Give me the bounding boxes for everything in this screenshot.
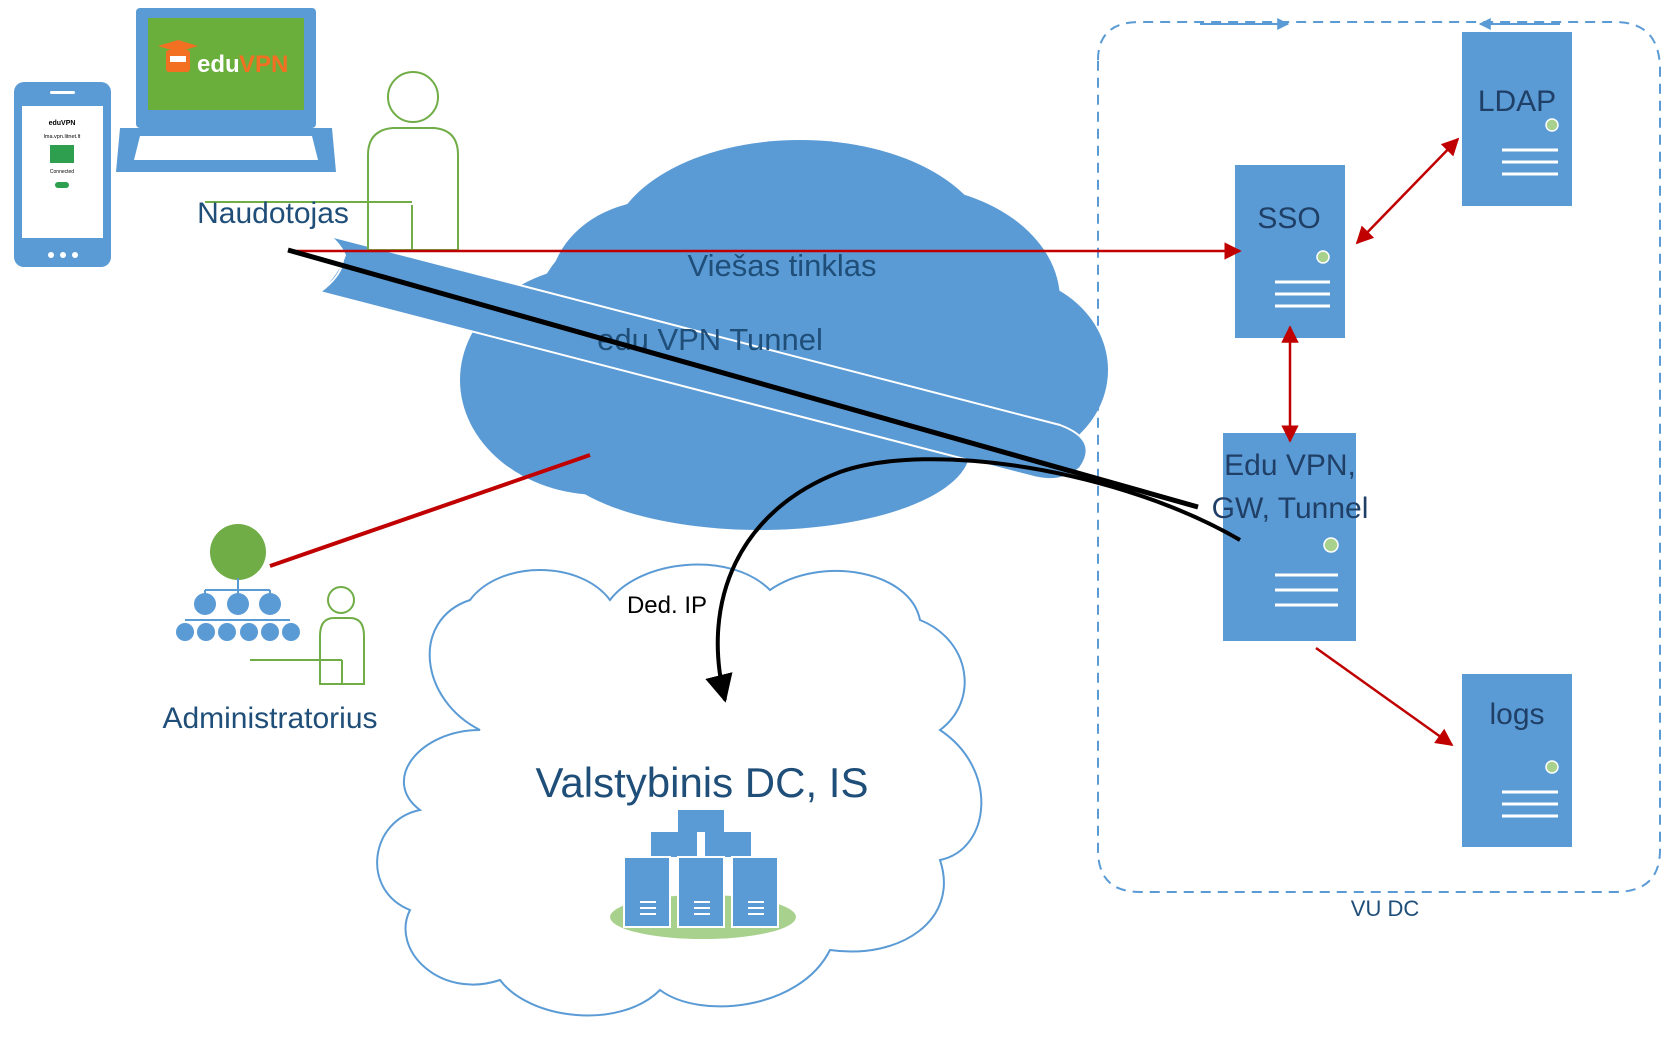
ldap-server: LDAP	[1462, 32, 1572, 206]
laptop-icon: edu VPN	[116, 8, 336, 172]
tunnel-black-line	[287, 247, 1199, 510]
state-dc-label: Valstybinis DC, IS	[536, 759, 869, 806]
datacenter-servers-icon	[610, 810, 796, 939]
public-network-label: Viešas tinklas	[688, 248, 877, 283]
phone-app-brand: eduVPN	[49, 120, 76, 127]
sso-to-ldap-link	[1355, 137, 1460, 245]
logs-label: logs	[1489, 698, 1544, 731]
phone-app-host: lma.vpn.litnet.lt	[44, 134, 81, 140]
vu-dc-boundary: VU DC	[1097, 18, 1661, 921]
vpn-tunnel: edu VPN Tunnel	[318, 235, 1088, 481]
admin-label: Administratorius	[162, 702, 377, 735]
phone-shield-icon	[50, 145, 74, 163]
phone-app-status: Connected	[50, 169, 74, 175]
tunnel-label: edu VPN Tunnel	[597, 322, 823, 357]
phone-icon: eduVPN lma.vpn.litnet.lt Connected	[14, 82, 111, 267]
eduvpn-to-logs-link	[1315, 646, 1454, 747]
vu-dc-label: VU DC	[1351, 896, 1420, 921]
dedicated-ip-curve	[705, 457, 1242, 703]
ldap-label: LDAP	[1478, 85, 1556, 118]
black-links	[287, 247, 1242, 703]
dedicated-ip-label: Ded. IP	[627, 592, 707, 619]
admin-person-icon	[250, 586, 365, 685]
state-dc-cloud: Valstybinis DC, IS	[376, 563, 983, 1017]
admin-to-cloud-link	[269, 453, 591, 568]
eduvpn-gateway-server: Edu VPN, GW, Tunnel	[1212, 433, 1369, 641]
eduvpn-label-line2: GW, Tunnel	[1212, 492, 1369, 525]
eduvpn-label-line1: Edu VPN,	[1224, 449, 1356, 482]
logo-text-vpn: VPN	[239, 51, 288, 78]
admin-hierarchy-icon	[176, 524, 300, 641]
sso-label: SSO	[1257, 202, 1320, 235]
eduvpn-logo-icon: edu VPN	[158, 40, 288, 78]
logo-text-edu: edu	[197, 51, 240, 78]
sso-server: SSO	[1235, 165, 1345, 338]
user-label: Naudotojas	[197, 197, 349, 230]
phone-toggle	[55, 182, 69, 188]
logs-server: logs	[1462, 674, 1572, 847]
user-person-icon	[205, 71, 459, 251]
red-links	[269, 137, 1460, 747]
